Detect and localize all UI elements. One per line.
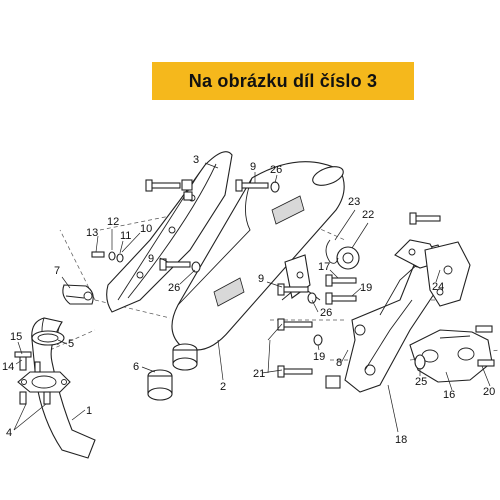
outlet-tube	[147, 343, 198, 401]
side-bracket	[424, 241, 471, 307]
support-bolts	[475, 325, 495, 367]
callout-16: 16	[443, 389, 455, 401]
fasteners	[91, 179, 441, 389]
callout-26-right: 26	[320, 307, 332, 319]
callout-24: 24	[432, 281, 444, 293]
callout-11: 11	[120, 230, 131, 242]
callout-1: 1	[86, 405, 92, 417]
callout-labels: 3 9 26 12 10 13 11 9 9 7 26 26 23 22 17 …	[2, 154, 495, 446]
callout-20: 20	[483, 386, 495, 398]
callout-26-top: 26	[270, 164, 282, 176]
callout-4: 4	[6, 427, 12, 439]
callout-5: 5	[68, 338, 74, 350]
callout-17: 17	[318, 261, 330, 273]
pipe-clamp	[62, 284, 94, 305]
callout-12: 12	[107, 216, 119, 228]
callout-15: 15	[10, 331, 22, 343]
callout-7: 7	[54, 265, 60, 277]
callout-19-upper: 19	[360, 282, 372, 294]
callout-13: 13	[86, 227, 98, 239]
callout-9-right: 9	[258, 273, 264, 285]
callout-23: 23	[348, 196, 360, 208]
callout-25: 25	[415, 376, 427, 388]
callout-22: 22	[362, 209, 374, 221]
washer	[414, 354, 426, 370]
callout-10: 10	[140, 223, 152, 235]
callout-19-lower: 19	[313, 351, 325, 363]
studs-and-nuts	[14, 351, 41, 373]
callout-26-middle: 26	[168, 282, 180, 294]
callout-6: 6	[133, 361, 139, 373]
callout-2: 2	[220, 381, 226, 393]
bushing-and-circlip	[325, 239, 360, 270]
callout-21: 21	[253, 368, 265, 380]
flange-gasket	[31, 330, 65, 346]
callout-8: 8	[336, 357, 342, 369]
exhaust-flange	[17, 371, 71, 405]
callout-14: 14	[2, 361, 14, 373]
callout-18: 18	[395, 434, 407, 446]
callout-9-top: 9	[250, 161, 256, 173]
leader-lines	[13, 162, 491, 433]
part-number-banner: Na obrázku díl číslo 3	[152, 62, 414, 100]
muffler	[171, 161, 345, 351]
callout-3: 3	[193, 154, 199, 166]
callout-9-middle: 9	[148, 253, 154, 265]
